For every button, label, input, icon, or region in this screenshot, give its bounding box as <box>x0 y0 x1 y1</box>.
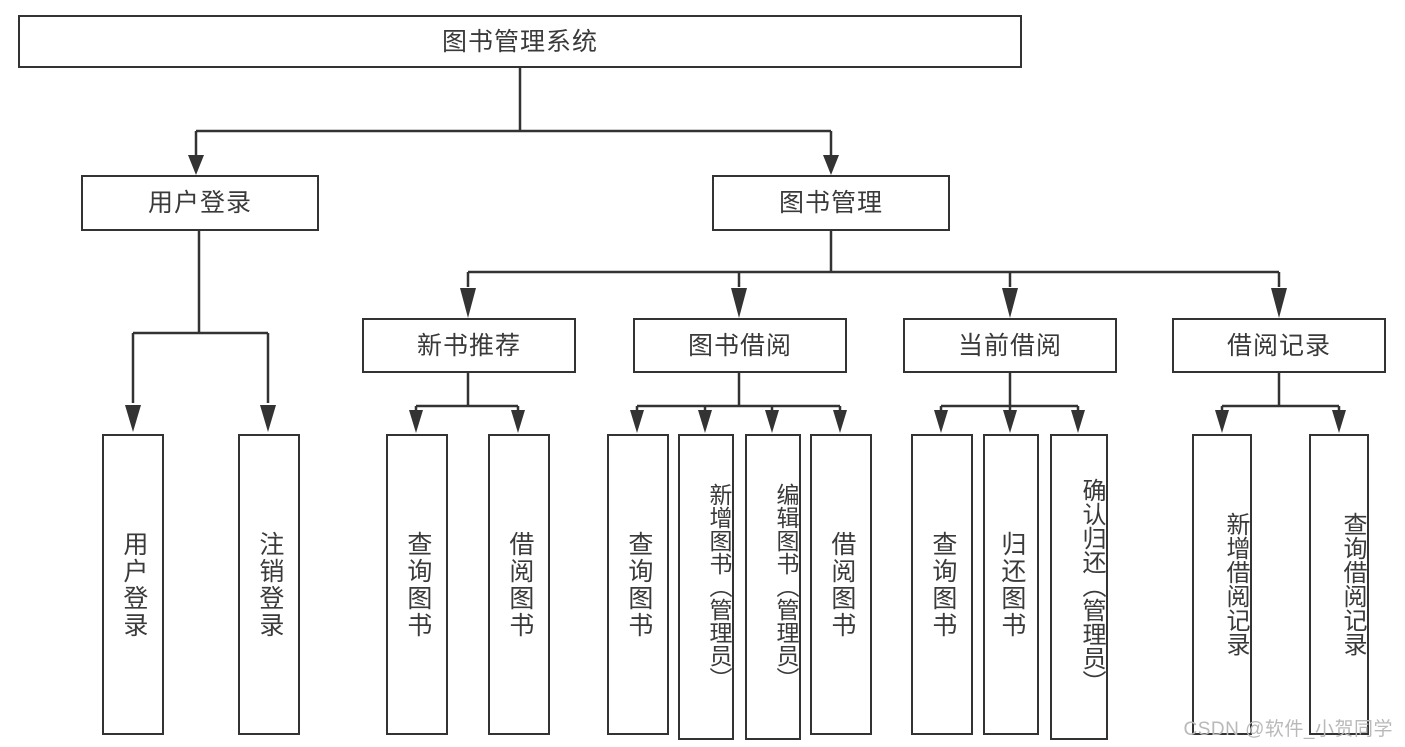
arrow-leaf-edit-book <box>765 410 779 433</box>
arrow-leaf-logout-login <box>260 405 276 432</box>
node-leaf-borrow-book-1[interactable]: 借阅图书 <box>488 434 550 735</box>
arrow-book-manage <box>823 155 839 175</box>
node-leaf-user-login[interactable]: 用户登录 <box>102 434 164 735</box>
node-leaf-query-book-2[interactable]: 查询图书 <box>607 434 669 735</box>
arrow-leaf-borrow-book-2 <box>833 410 847 433</box>
node-book-manage[interactable]: 图书管理 <box>712 175 950 231</box>
arrow-leaf-user-login <box>125 405 141 432</box>
node-user-login[interactable]: 用户登录 <box>81 175 319 231</box>
node-leaf-return-book[interactable]: 归还图书 <box>983 434 1039 735</box>
node-leaf-confirm-return[interactable]: 确认归还（管理员） <box>1050 434 1108 740</box>
node-leaf-borrow-book-2-label: 借阅图书 <box>827 530 856 639</box>
node-book-borrow[interactable]: 图书借阅 <box>633 318 847 373</box>
node-root[interactable]: 图书管理系统 <box>18 15 1022 68</box>
node-book-manage-label: 图书管理 <box>778 189 883 217</box>
node-leaf-query-book-1-label: 查询图书 <box>403 530 432 639</box>
node-borrow-record-label: 借阅记录 <box>1226 331 1331 360</box>
node-leaf-query-record-label: 查询借阅记录 <box>1339 511 1366 656</box>
node-leaf-confirm-return-label: 确认归还（管理员） <box>1078 478 1105 694</box>
node-leaf-query-book-3[interactable]: 查询图书 <box>911 434 973 735</box>
node-user-login-label: 用户登录 <box>147 189 252 217</box>
node-borrow-record[interactable]: 借阅记录 <box>1172 318 1386 373</box>
node-leaf-user-login-label: 用户登录 <box>119 530 148 639</box>
node-leaf-edit-book-label: 编辑图书（管理员） <box>773 482 799 690</box>
node-leaf-borrow-book-1-label: 借阅图书 <box>505 530 534 639</box>
arrow-borrow-record <box>1271 288 1287 318</box>
arrow-leaf-query-book-3 <box>934 410 948 433</box>
node-leaf-edit-book[interactable]: 编辑图书（管理员） <box>745 434 801 740</box>
arrow-leaf-borrow-book-1 <box>511 410 525 433</box>
arrow-new-book-recommend <box>460 288 476 318</box>
arrow-book-borrow <box>731 288 747 318</box>
arrow-leaf-confirm-return <box>1071 410 1085 433</box>
node-new-book-recommend[interactable]: 新书推荐 <box>362 318 576 373</box>
arrow-user-login <box>188 155 204 175</box>
node-leaf-add-book-label: 新增图书（管理员） <box>706 482 732 690</box>
node-leaf-logout-login[interactable]: 注销登录 <box>238 434 300 735</box>
node-book-borrow-label: 图书借阅 <box>687 331 792 360</box>
arrow-leaf-query-book-2 <box>630 410 644 433</box>
arrow-current-borrow <box>1002 288 1018 318</box>
node-current-borrow[interactable]: 当前借阅 <box>903 318 1117 373</box>
node-new-book-recommend-label: 新书推荐 <box>416 331 521 360</box>
arrow-leaf-query-record <box>1332 410 1346 433</box>
arrow-leaf-query-book-1 <box>409 410 423 433</box>
arrow-leaf-return-book <box>1003 410 1017 433</box>
node-leaf-borrow-book-2[interactable]: 借阅图书 <box>810 434 872 735</box>
node-leaf-add-record-label: 新增借阅记录 <box>1222 511 1249 656</box>
node-leaf-return-book-label: 归还图书 <box>997 530 1026 639</box>
node-leaf-query-book-2-label: 查询图书 <box>624 530 653 639</box>
node-leaf-add-book[interactable]: 新增图书（管理员） <box>678 434 734 740</box>
watermark-text: CSDN @软件_小贺同学 <box>1183 719 1393 740</box>
node-leaf-query-record[interactable]: 查询借阅记录 <box>1309 434 1369 735</box>
arrow-leaf-add-book <box>698 410 712 433</box>
node-leaf-query-book-1[interactable]: 查询图书 <box>386 434 448 735</box>
node-leaf-query-book-3-label: 查询图书 <box>928 530 957 639</box>
node-current-borrow-label: 当前借阅 <box>957 331 1062 360</box>
node-leaf-add-record[interactable]: 新增借阅记录 <box>1192 434 1252 735</box>
node-root-label: 图书管理系统 <box>441 27 598 56</box>
node-leaf-logout-login-label: 注销登录 <box>255 530 284 639</box>
arrow-leaf-add-record <box>1215 410 1229 433</box>
